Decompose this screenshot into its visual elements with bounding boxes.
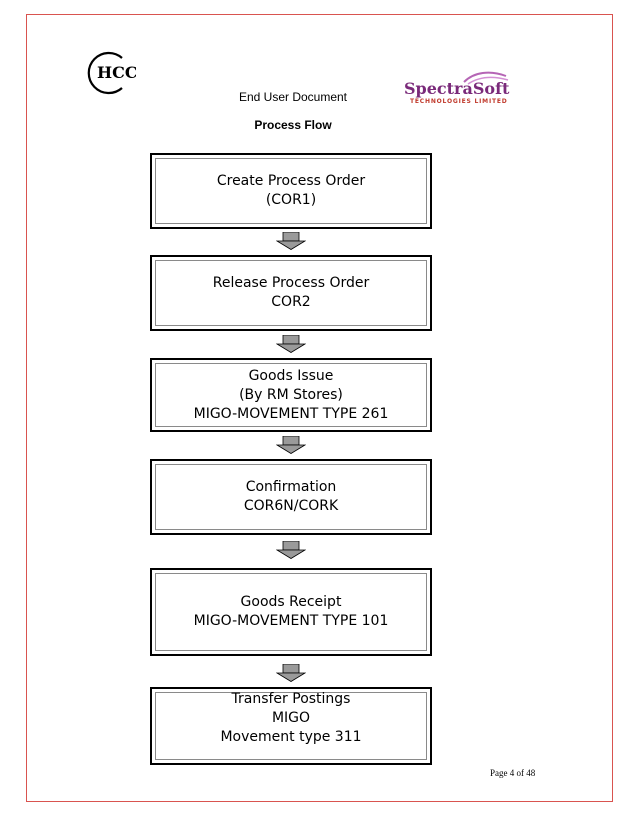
flow-step-text: Goods Issue (By RM Stores) MIGO-MOVEMENT…: [193, 367, 389, 422]
down-arrow-icon: [276, 541, 306, 559]
down-arrow-icon: [276, 664, 306, 682]
down-arrow-icon: [276, 232, 306, 250]
spectrasoft-name: SpectraSoft: [404, 79, 510, 98]
flow-step-goods-issue: Goods Issue (By RM Stores) MIGO-MOVEMENT…: [150, 358, 432, 432]
down-arrow-icon: [276, 436, 306, 454]
flow-step-confirmation: Confirmation COR6N/CORK: [150, 459, 432, 535]
down-arrow-icon: [276, 335, 306, 353]
flow-step-text: Release Process Order COR2: [212, 275, 370, 310]
flow-step-text: Create Process Order (COR1): [216, 173, 366, 208]
flow-step-release-process-order: Release Process Order COR2: [150, 255, 432, 331]
flow-step-text: Confirmation COR6N/CORK: [243, 479, 339, 514]
spectrasoft-logo: SpectraSoft TECHNOLOGIES LIMITED: [404, 71, 510, 105]
flow-step-text: Goods Receipt MIGO-MOVEMENT TYPE 101: [193, 594, 389, 629]
page-number: Page 4 of 48: [490, 768, 536, 778]
flow-step-create-process-order: Create Process Order (COR1): [150, 153, 432, 229]
document-title: End User Document: [238, 90, 348, 104]
flow-step-text: Transfer Postings MIGO Movement type 311: [220, 691, 362, 745]
flow-step-transfer-postings: Transfer Postings MIGO Movement type 311: [150, 687, 432, 765]
page-frame: [26, 14, 613, 802]
hcc-logo: HCC: [87, 51, 136, 95]
hcc-logo-text: HCC: [97, 63, 136, 82]
spectrasoft-tagline: TECHNOLOGIES LIMITED: [410, 98, 508, 105]
flow-step-goods-receipt: Goods Receipt MIGO-MOVEMENT TYPE 101: [150, 568, 432, 656]
section-title: Process Flow: [254, 118, 332, 132]
